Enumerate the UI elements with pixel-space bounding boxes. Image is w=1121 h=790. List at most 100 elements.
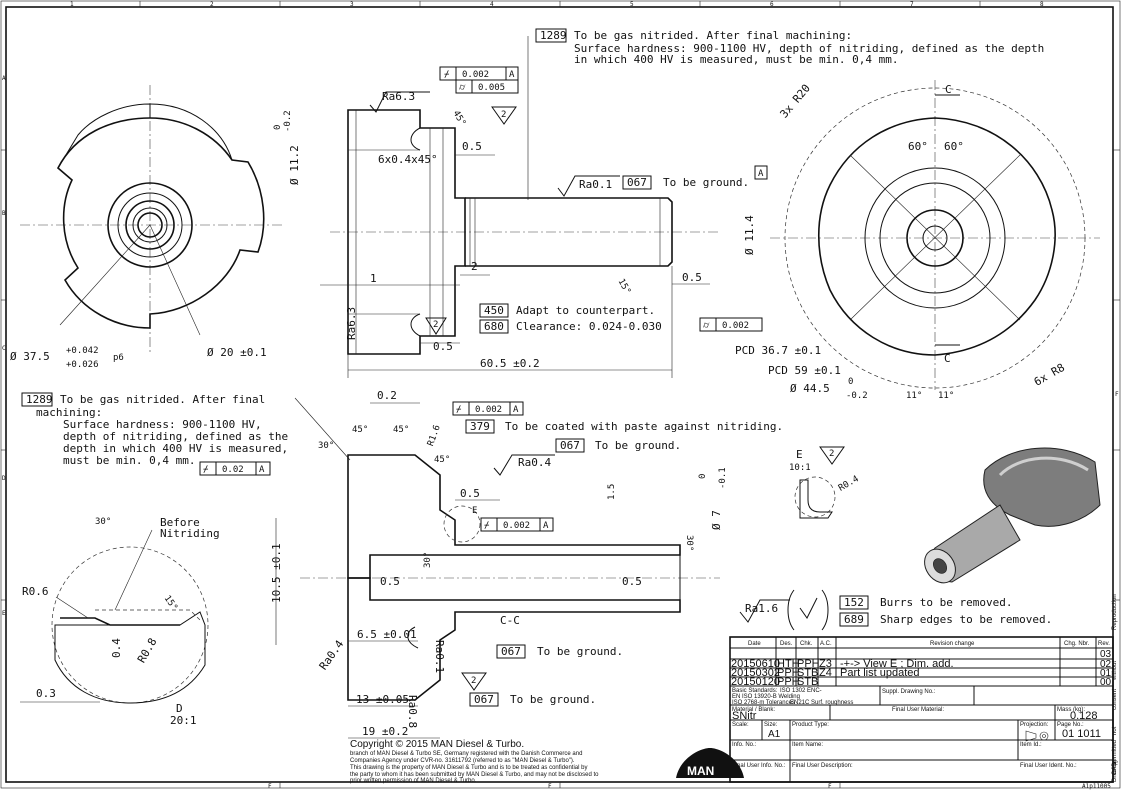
tol-sym: ⌿: [484, 521, 490, 531]
note-top-line3: in which 400 HV is measured, must be min…: [574, 53, 899, 66]
radius-0-8: R0.8: [135, 636, 160, 665]
dim-0-5-f: 0.5: [622, 575, 642, 588]
tb-mass-value: 0.128: [1070, 710, 1098, 722]
ra-0-1: Ra0.1: [579, 178, 612, 191]
tb-item-name-label: Item Name:: [792, 742, 823, 748]
tb-row-change: -+-> View E ; Dim. add.: [840, 658, 954, 670]
tb-row-rev: 01: [1100, 668, 1112, 679]
tb-size-value: A1: [768, 729, 781, 740]
dim-dia-11-4: Ø 11.4: [743, 215, 756, 255]
front-tol-upper: +0.042: [66, 346, 99, 356]
tol-sym: ⌭: [459, 83, 466, 93]
front-dia-37-5: Ø 37.5: [10, 350, 50, 363]
tol-sym: ⌿: [203, 465, 209, 475]
tb-surface-std: EN21C Surf. roughness: [790, 700, 853, 706]
tb-row-chk: PPH: [797, 658, 820, 670]
section-cc: E C-C 0.2 ⌿ 0.002 A 379 To be coated wit…: [270, 389, 783, 739]
nitriding-label: Nitriding: [160, 527, 220, 540]
tb-basic-std-label: Basic Standards:: [732, 688, 778, 694]
front-dia-20: Ø 20 ±0.1: [207, 346, 267, 359]
dim-0-5-b: 0.5: [433, 340, 453, 353]
tag-067: 067: [501, 645, 521, 658]
frame-col-8: 8: [1040, 1, 1044, 8]
frame-col-1: 1: [70, 1, 74, 8]
dim-7-tol0: 0: [698, 474, 708, 479]
tb-row-change: Part list updated: [840, 667, 920, 679]
side-strip-text: Drawing: [1112, 760, 1118, 782]
frame-bottom-col: F: [268, 783, 272, 790]
detail-e-label: E: [796, 448, 803, 461]
dim-2: 2: [471, 260, 478, 273]
note-ground: To be ground.: [510, 693, 596, 706]
chamfer-note: 6x0.4x45°: [378, 153, 438, 166]
ra-1-6: Ra1.6: [745, 602, 778, 615]
frame-right-letter: F: [1115, 391, 1119, 398]
note-left-line: depth in which 400 HV is measured,: [63, 442, 288, 455]
dim-19: 19 ±0.2: [362, 725, 408, 738]
dim-0-3: 0.3: [36, 687, 56, 700]
dim-7-tol: -0.1: [718, 467, 728, 489]
tag-152: 152: [844, 596, 864, 609]
frame-col-2: 2: [210, 1, 214, 8]
ang-11-a: 11°: [906, 391, 922, 401]
before-label: Before: [160, 516, 200, 529]
frame-bottom-col: F: [548, 783, 552, 790]
detail-e-mark: E: [472, 506, 477, 516]
tol-f4-ref: A: [259, 465, 265, 475]
tb-row-date: 20150302: [731, 667, 780, 679]
tag-689: 689: [844, 613, 864, 626]
frame-row-a: A: [2, 75, 6, 82]
tag-680: 680: [484, 320, 504, 333]
tb-mass-label: Mass (kg):: [1057, 707, 1085, 713]
tol-f5-ref: A: [543, 521, 549, 531]
ra-0-8: Ra0.8: [406, 695, 419, 728]
side-strip-text: permitted: [1112, 740, 1118, 765]
tb-basic-std-line: EN ISO 13920-B Welding: [732, 694, 800, 700]
dim-0-2: 0.2: [377, 389, 397, 402]
frame-row-e: E: [2, 610, 6, 617]
note-ground: To be ground.: [537, 645, 623, 658]
frame-row-b: B: [2, 210, 6, 217]
tag-067: 067: [474, 693, 494, 706]
detail-d-label: D: [176, 702, 183, 715]
detail-d-scale: 20:1: [170, 714, 197, 727]
tol-f5-value: 0.002: [503, 521, 530, 531]
tb-row-chk: STB: [797, 676, 818, 688]
isometric-view: [924, 447, 1101, 584]
ang-45-b: 45°: [352, 425, 368, 435]
side-view: 60.5 ±0.2 Ø 11.2 0 -0.2 6x0.4x45° 0.5 Ra…: [273, 66, 768, 378]
tol-f1-ref: A: [509, 70, 515, 80]
tb-rev-03: 03: [1100, 649, 1112, 660]
tb-row-ac: Z4: [819, 667, 832, 679]
section-view-c: C C 60° 60° 3x R20 PCD 36.7 ±0.1 PCD 59 …: [735, 80, 1100, 401]
pcd-59: PCD 59 ±0.1: [768, 364, 841, 377]
note-left-line: depth of nitriding, defined as the: [63, 430, 288, 443]
ang-15-b: 15°: [162, 594, 180, 613]
note-ground: To be ground.: [663, 176, 749, 189]
ang-30-b: 30°: [684, 535, 694, 551]
tb-final-desc-label: Final User Description:: [792, 763, 853, 769]
tb-item-id-label: Item Id.:: [1020, 742, 1042, 748]
tb-final-ident-label: Final User Ident. No.:: [1020, 763, 1077, 769]
tb-header-chg: Chg. Nbr.: [1064, 641, 1090, 647]
dim-dia-11-2: Ø 11.2: [288, 145, 301, 185]
dim-6-5: 6.5 ±0.01: [357, 628, 417, 641]
tb-basic-std-line: ISO 1302 ENC-: [780, 688, 822, 694]
dim-0-5-a: 0.5: [462, 140, 482, 153]
cut-c-top: C: [945, 83, 952, 96]
dim-11-2-tol0: 0: [273, 125, 283, 130]
tol-f2-value: 0.002: [722, 321, 749, 331]
note-top-line2: Surface hardness: 900-1100 HV, depth of …: [574, 42, 1044, 55]
dim-dia-7: Ø 7: [710, 510, 723, 530]
tol-sym: ⌿: [456, 405, 462, 415]
copyright-line: Companies Agency under CVR-no. 31611792 …: [350, 758, 575, 764]
surface-symbol-2: 2: [829, 449, 834, 459]
frame-row-c: C: [2, 345, 6, 352]
tol-sym: ⌭: [703, 321, 710, 331]
ang-30-c: 30°: [423, 552, 433, 568]
ang-15: 15°: [615, 277, 632, 296]
copyright-line: prior written permission of MAN Diesel &…: [350, 778, 477, 784]
ang-11-b: 11°: [938, 391, 954, 401]
datum-a: A: [758, 169, 764, 179]
